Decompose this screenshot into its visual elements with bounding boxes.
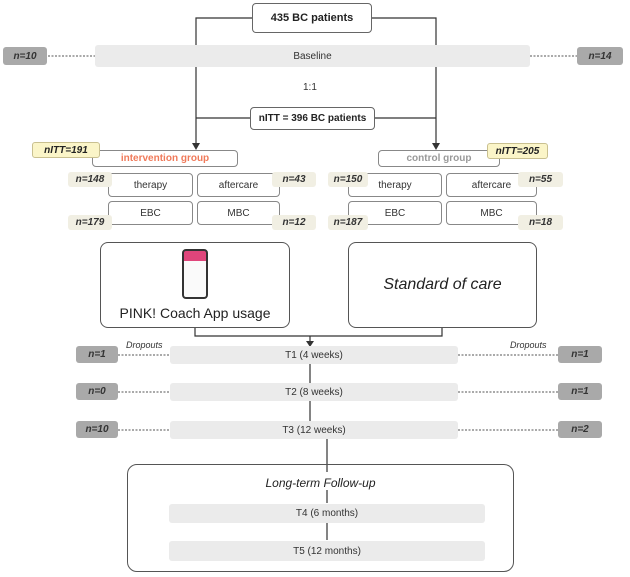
timepoint-t4: T4 (6 months) bbox=[169, 504, 485, 523]
enrolled-box: 435 BC patients bbox=[252, 3, 372, 33]
baseline-dropout-right: n=14 bbox=[577, 47, 623, 65]
control-nitt-badge: nITT=205 bbox=[487, 143, 548, 159]
t3-dropout-right: n=2 bbox=[558, 421, 602, 438]
t2-dropout-right: n=1 bbox=[558, 383, 602, 400]
t2-dropout-left: n=0 bbox=[76, 383, 118, 400]
timepoint-t1: T1 (4 weeks) bbox=[170, 346, 458, 364]
timepoint-t3: T3 (12 weeks) bbox=[170, 421, 458, 439]
randomization-ratio: 1:1 bbox=[303, 82, 317, 93]
timepoint-t2: T2 (8 weeks) bbox=[170, 383, 458, 401]
dropouts-label-left: Dropouts bbox=[126, 340, 163, 350]
intervention-therapy-n: n=148 bbox=[68, 172, 112, 187]
intervention-aftercare-box: aftercare bbox=[197, 173, 280, 197]
baseline-dropout-left: n=10 bbox=[3, 47, 47, 65]
followup-box: Long-term Follow-up bbox=[127, 464, 514, 572]
control-group-box: control group bbox=[378, 150, 500, 167]
nitt-box: nITT = 396 BC patients bbox=[250, 107, 375, 130]
control-therapy-n: n=150 bbox=[328, 172, 368, 187]
phone-icon bbox=[182, 249, 208, 299]
intervention-aftercare-n: n=43 bbox=[272, 172, 316, 187]
t1-dropout-left: n=1 bbox=[76, 346, 118, 363]
baseline-bar: Baseline bbox=[95, 45, 530, 67]
t1-dropout-right: n=1 bbox=[558, 346, 602, 363]
intervention-therapy-box: therapy bbox=[108, 173, 193, 197]
timepoint-t5: T5 (12 months) bbox=[169, 541, 485, 561]
control-ebc-n: n=187 bbox=[328, 215, 368, 230]
app-usage-label: PINK! Coach App usage bbox=[119, 305, 271, 321]
intervention-mbc-n: n=12 bbox=[272, 215, 316, 230]
intervention-mbc-box: MBC bbox=[197, 201, 280, 225]
intervention-ebc-n: n=179 bbox=[68, 215, 112, 230]
control-mbc-n: n=18 bbox=[518, 215, 563, 230]
intervention-nitt-badge: nITT=191 bbox=[32, 142, 100, 158]
t3-dropout-left: n=10 bbox=[76, 421, 118, 438]
control-aftercare-n: n=55 bbox=[518, 172, 563, 187]
app-usage-box: PINK! Coach App usage bbox=[100, 242, 290, 328]
intervention-group-box: intervention group bbox=[92, 150, 238, 167]
intervention-ebc-box: EBC bbox=[108, 201, 193, 225]
standard-of-care-box: Standard of care bbox=[348, 242, 537, 328]
dropouts-label-right: Dropouts bbox=[510, 340, 547, 350]
